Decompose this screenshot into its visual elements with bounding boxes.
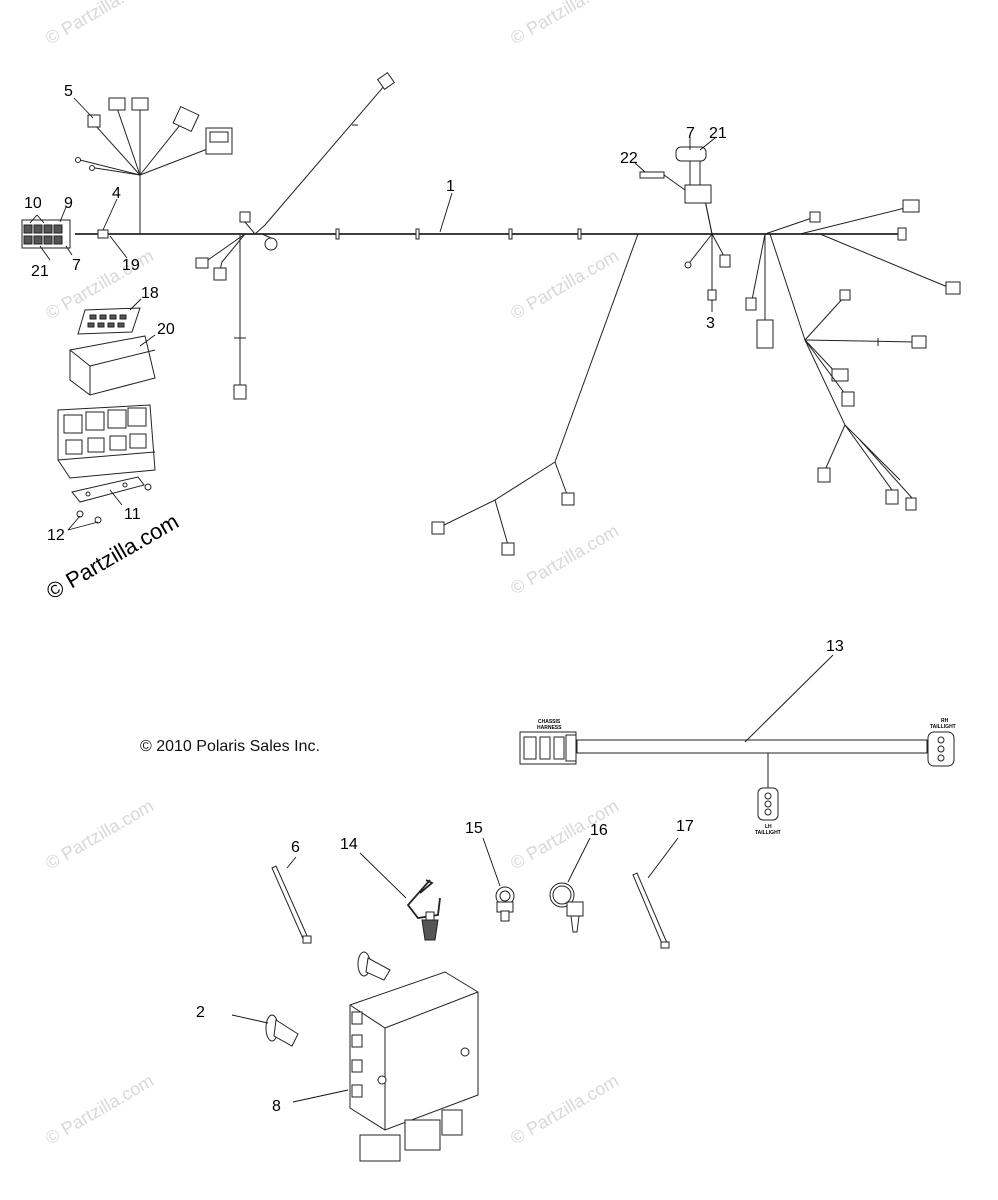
callout-17: 17 xyxy=(676,818,694,835)
hardware-parts xyxy=(265,865,670,1047)
control-module xyxy=(349,971,479,1162)
callout-9: 9 xyxy=(64,195,73,212)
callout-11: 11 xyxy=(124,506,141,523)
callout-10: 10 xyxy=(24,195,42,212)
watermark: © Partzilla.com xyxy=(42,795,157,873)
callout-3: 3 xyxy=(706,315,715,332)
callout-20: 20 xyxy=(157,321,175,338)
callout-12: 12 xyxy=(47,527,65,544)
callout-6: 6 xyxy=(291,839,300,856)
callout-18: 18 xyxy=(141,285,159,302)
watermark: © Partzilla.com xyxy=(507,520,622,598)
watermark-prominent: © Partzilla.com xyxy=(42,509,183,605)
rh-taillight-label: RH xyxy=(941,718,949,724)
watermark: © Partzilla.com xyxy=(507,0,622,48)
callout-21-top: 21 xyxy=(709,125,727,142)
callout-7-top: 7 xyxy=(686,125,695,142)
watermark: © Partzilla.com xyxy=(507,1070,622,1148)
chassis-harness-label: HARNESS xyxy=(537,725,562,731)
callout-4: 4 xyxy=(112,185,121,202)
leader-lines xyxy=(29,97,834,1103)
main-harness xyxy=(21,71,961,556)
callout-14: 14 xyxy=(340,836,358,853)
watermark: © Partzilla.com xyxy=(507,245,622,323)
callout-1: 1 xyxy=(446,178,455,195)
callout-7-left: 7 xyxy=(72,257,81,274)
callout-19: 19 xyxy=(122,257,140,274)
callout-15: 15 xyxy=(465,820,483,837)
callout-labels: 1 2 3 4 5 6 7 7 8 9 10 11 12 13 14 15 16… xyxy=(24,83,844,1115)
callout-21-left: 21 xyxy=(31,263,49,280)
chassis-harness-label: CHASSIS xyxy=(538,719,561,725)
watermark: © Partzilla.com xyxy=(42,0,157,48)
lh-taillight-label: TAILLIGHT xyxy=(755,830,781,836)
callout-8: 8 xyxy=(272,1098,281,1115)
lh-taillight-label: LH xyxy=(765,824,772,830)
taillight-harness: CHASSIS HARNESS RH TAILLIGHT LH TAILLIGH… xyxy=(519,718,956,836)
callout-16: 16 xyxy=(590,822,608,839)
callout-22: 22 xyxy=(620,150,638,167)
rh-taillight-label: TAILLIGHT xyxy=(930,724,956,730)
callout-13: 13 xyxy=(826,638,844,655)
callout-5: 5 xyxy=(64,83,73,100)
watermark: © Partzilla.com xyxy=(42,1070,157,1148)
copyright-notice: © 2010 Polaris Sales Inc. xyxy=(140,738,320,755)
fuse-box-assembly xyxy=(57,307,156,524)
callout-2: 2 xyxy=(196,1004,205,1021)
